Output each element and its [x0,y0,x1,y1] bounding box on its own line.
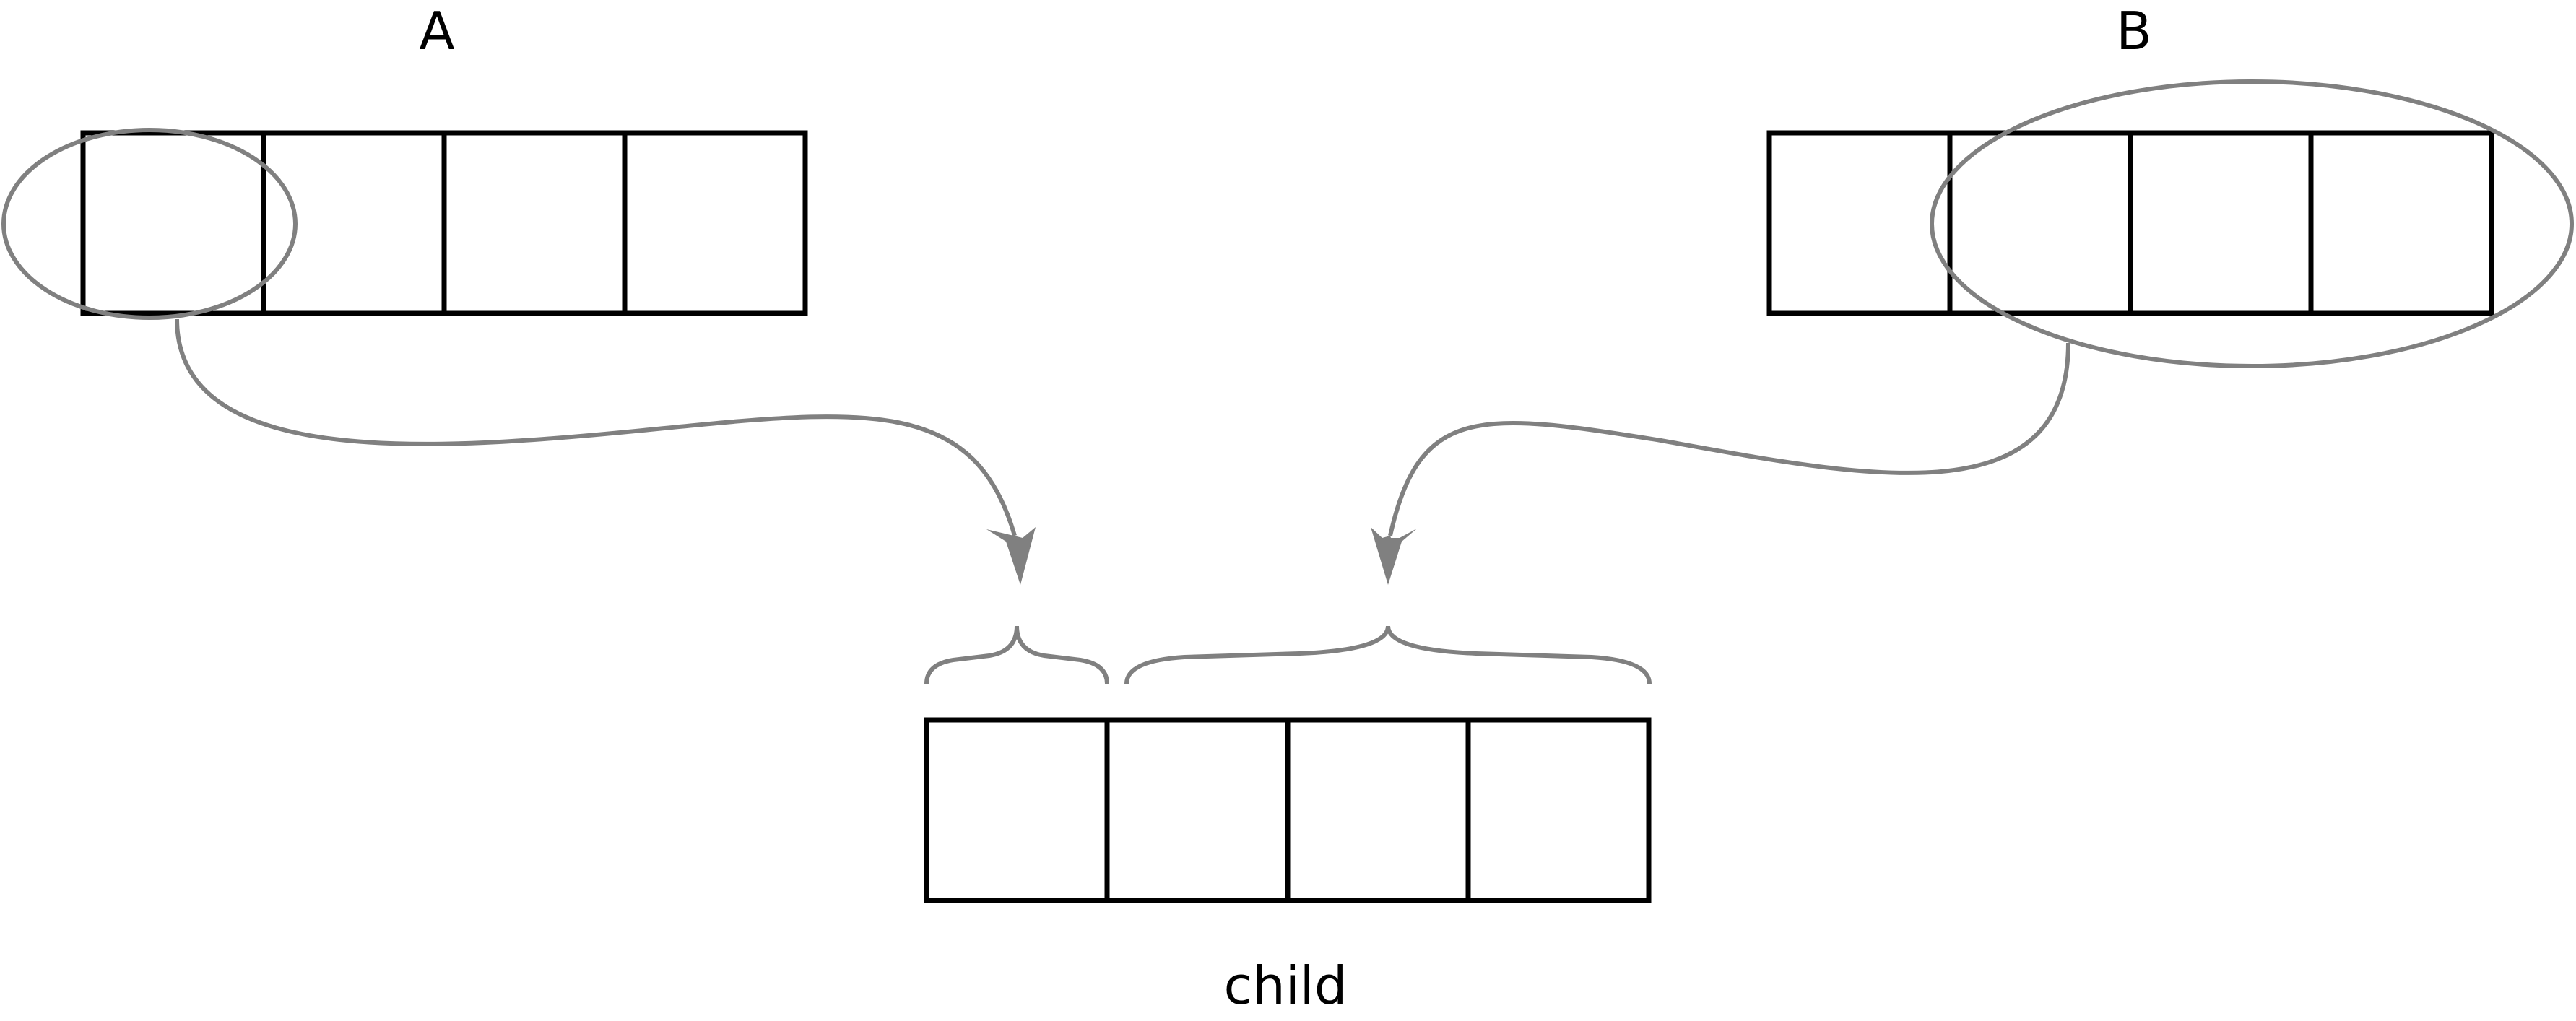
parent-b-cell-3 [2128,130,2314,316]
connector-a-to-child [175,318,1017,536]
parent-a-cell-4 [622,130,808,316]
connector-b-to-child [1388,342,2070,536]
brace-from-a [924,625,1109,685]
child-array [924,717,1652,903]
child-cell-1 [924,717,1110,903]
child-cell-2 [1104,717,1291,903]
brace-from-b [1124,625,1652,685]
parent-b-selection-ellipse [1930,79,2574,368]
child-cell-3 [1285,717,1471,903]
child-label: child [1224,955,1348,1016]
parent-b-cell-2 [1947,130,2133,316]
arrowhead-b [1371,527,1417,585]
child-cell-4 [1465,717,1652,903]
arrowhead-a [986,527,1036,585]
parent-b-label: B [2116,1,2151,61]
parent-b-cell-4 [2308,130,2494,316]
parent-a-cell-2 [261,130,447,316]
parent-b-array [1766,130,2494,316]
parent-a-label: A [419,1,454,61]
parent-a-array [80,130,808,316]
parent-a-cell-1 [80,130,266,316]
parent-b-cell-1 [1766,130,1953,316]
parent-a-cell-3 [441,130,628,316]
parent-a-selection-ellipse [1,128,298,320]
